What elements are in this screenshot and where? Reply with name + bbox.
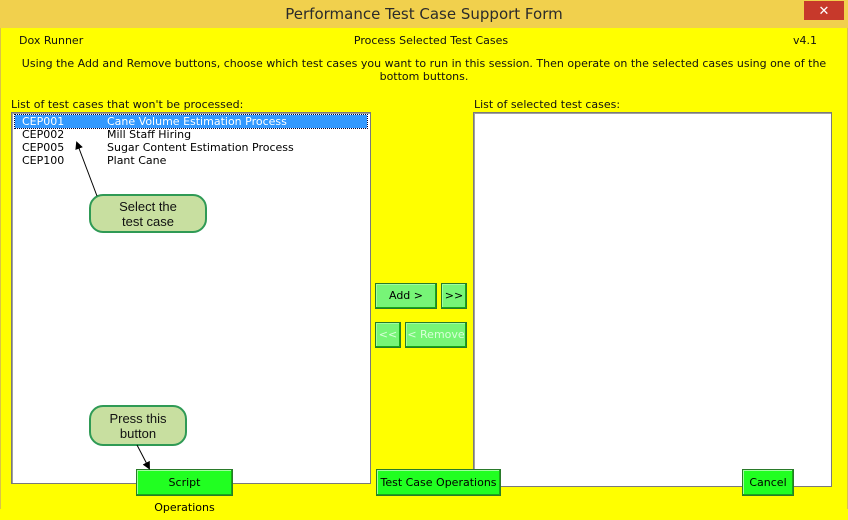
selected-list-label: List of selected test cases:	[474, 98, 621, 111]
select-callout-text: Select the test case	[119, 198, 177, 229]
form-subtitle: Process Selected Test Cases	[353, 34, 509, 47]
list-item[interactable]: CEP002 Mill Staff Hiring	[15, 128, 367, 141]
test-case-description: Plant Cane	[107, 154, 167, 167]
cancel-button[interactable]: Cancel	[742, 469, 794, 496]
list-item[interactable]: CEP001 Cane Volume Estimation Process	[14, 114, 368, 129]
version-label: v4.1	[793, 34, 818, 47]
selected-test-cases-list[interactable]	[473, 112, 832, 487]
test-case-code: CEP100	[22, 154, 65, 167]
test-case-code: CEP005	[22, 141, 65, 154]
test-case-operations-button[interactable]: Test Case Operations	[376, 469, 501, 496]
window-title: Performance Test Case Support Form	[285, 5, 563, 23]
app-name: Dox Runner	[19, 34, 84, 47]
instructions-text: Using the Add and Remove buttons, choose…	[21, 57, 827, 83]
add-button[interactable]: Add >	[375, 283, 437, 309]
form-body: Dox Runner Process Selected Test Cases v…	[0, 28, 848, 514]
add-all-button[interactable]: >>	[441, 283, 467, 309]
test-case-code: CEP001	[22, 115, 65, 128]
test-case-code: CEP002	[22, 128, 65, 141]
list-item[interactable]: CEP100 Plant Cane	[15, 154, 367, 167]
select-test-case-callout: Select the test case	[89, 194, 207, 233]
remove-all-button[interactable]: <<	[375, 322, 401, 348]
close-icon: ✕	[818, 3, 830, 18]
script-operations-button[interactable]: Script Operations	[136, 469, 233, 514]
press-callout-text: Press this button	[109, 410, 167, 441]
test-case-description: Cane Volume Estimation Process	[107, 115, 287, 128]
title-bar: Performance Test Case Support Form ✕	[0, 0, 848, 28]
test-case-description: Mill Staff Hiring	[107, 128, 192, 141]
close-button[interactable]: ✕	[804, 1, 844, 20]
unprocessed-list-label: List of test cases that won't be process…	[11, 98, 244, 111]
press-button-callout: Press this button	[89, 405, 187, 446]
remove-button[interactable]: < Remove	[405, 322, 467, 348]
test-case-description: Sugar Content Estimation Process	[107, 141, 294, 154]
list-item[interactable]: CEP005 Sugar Content Estimation Process	[15, 141, 367, 154]
